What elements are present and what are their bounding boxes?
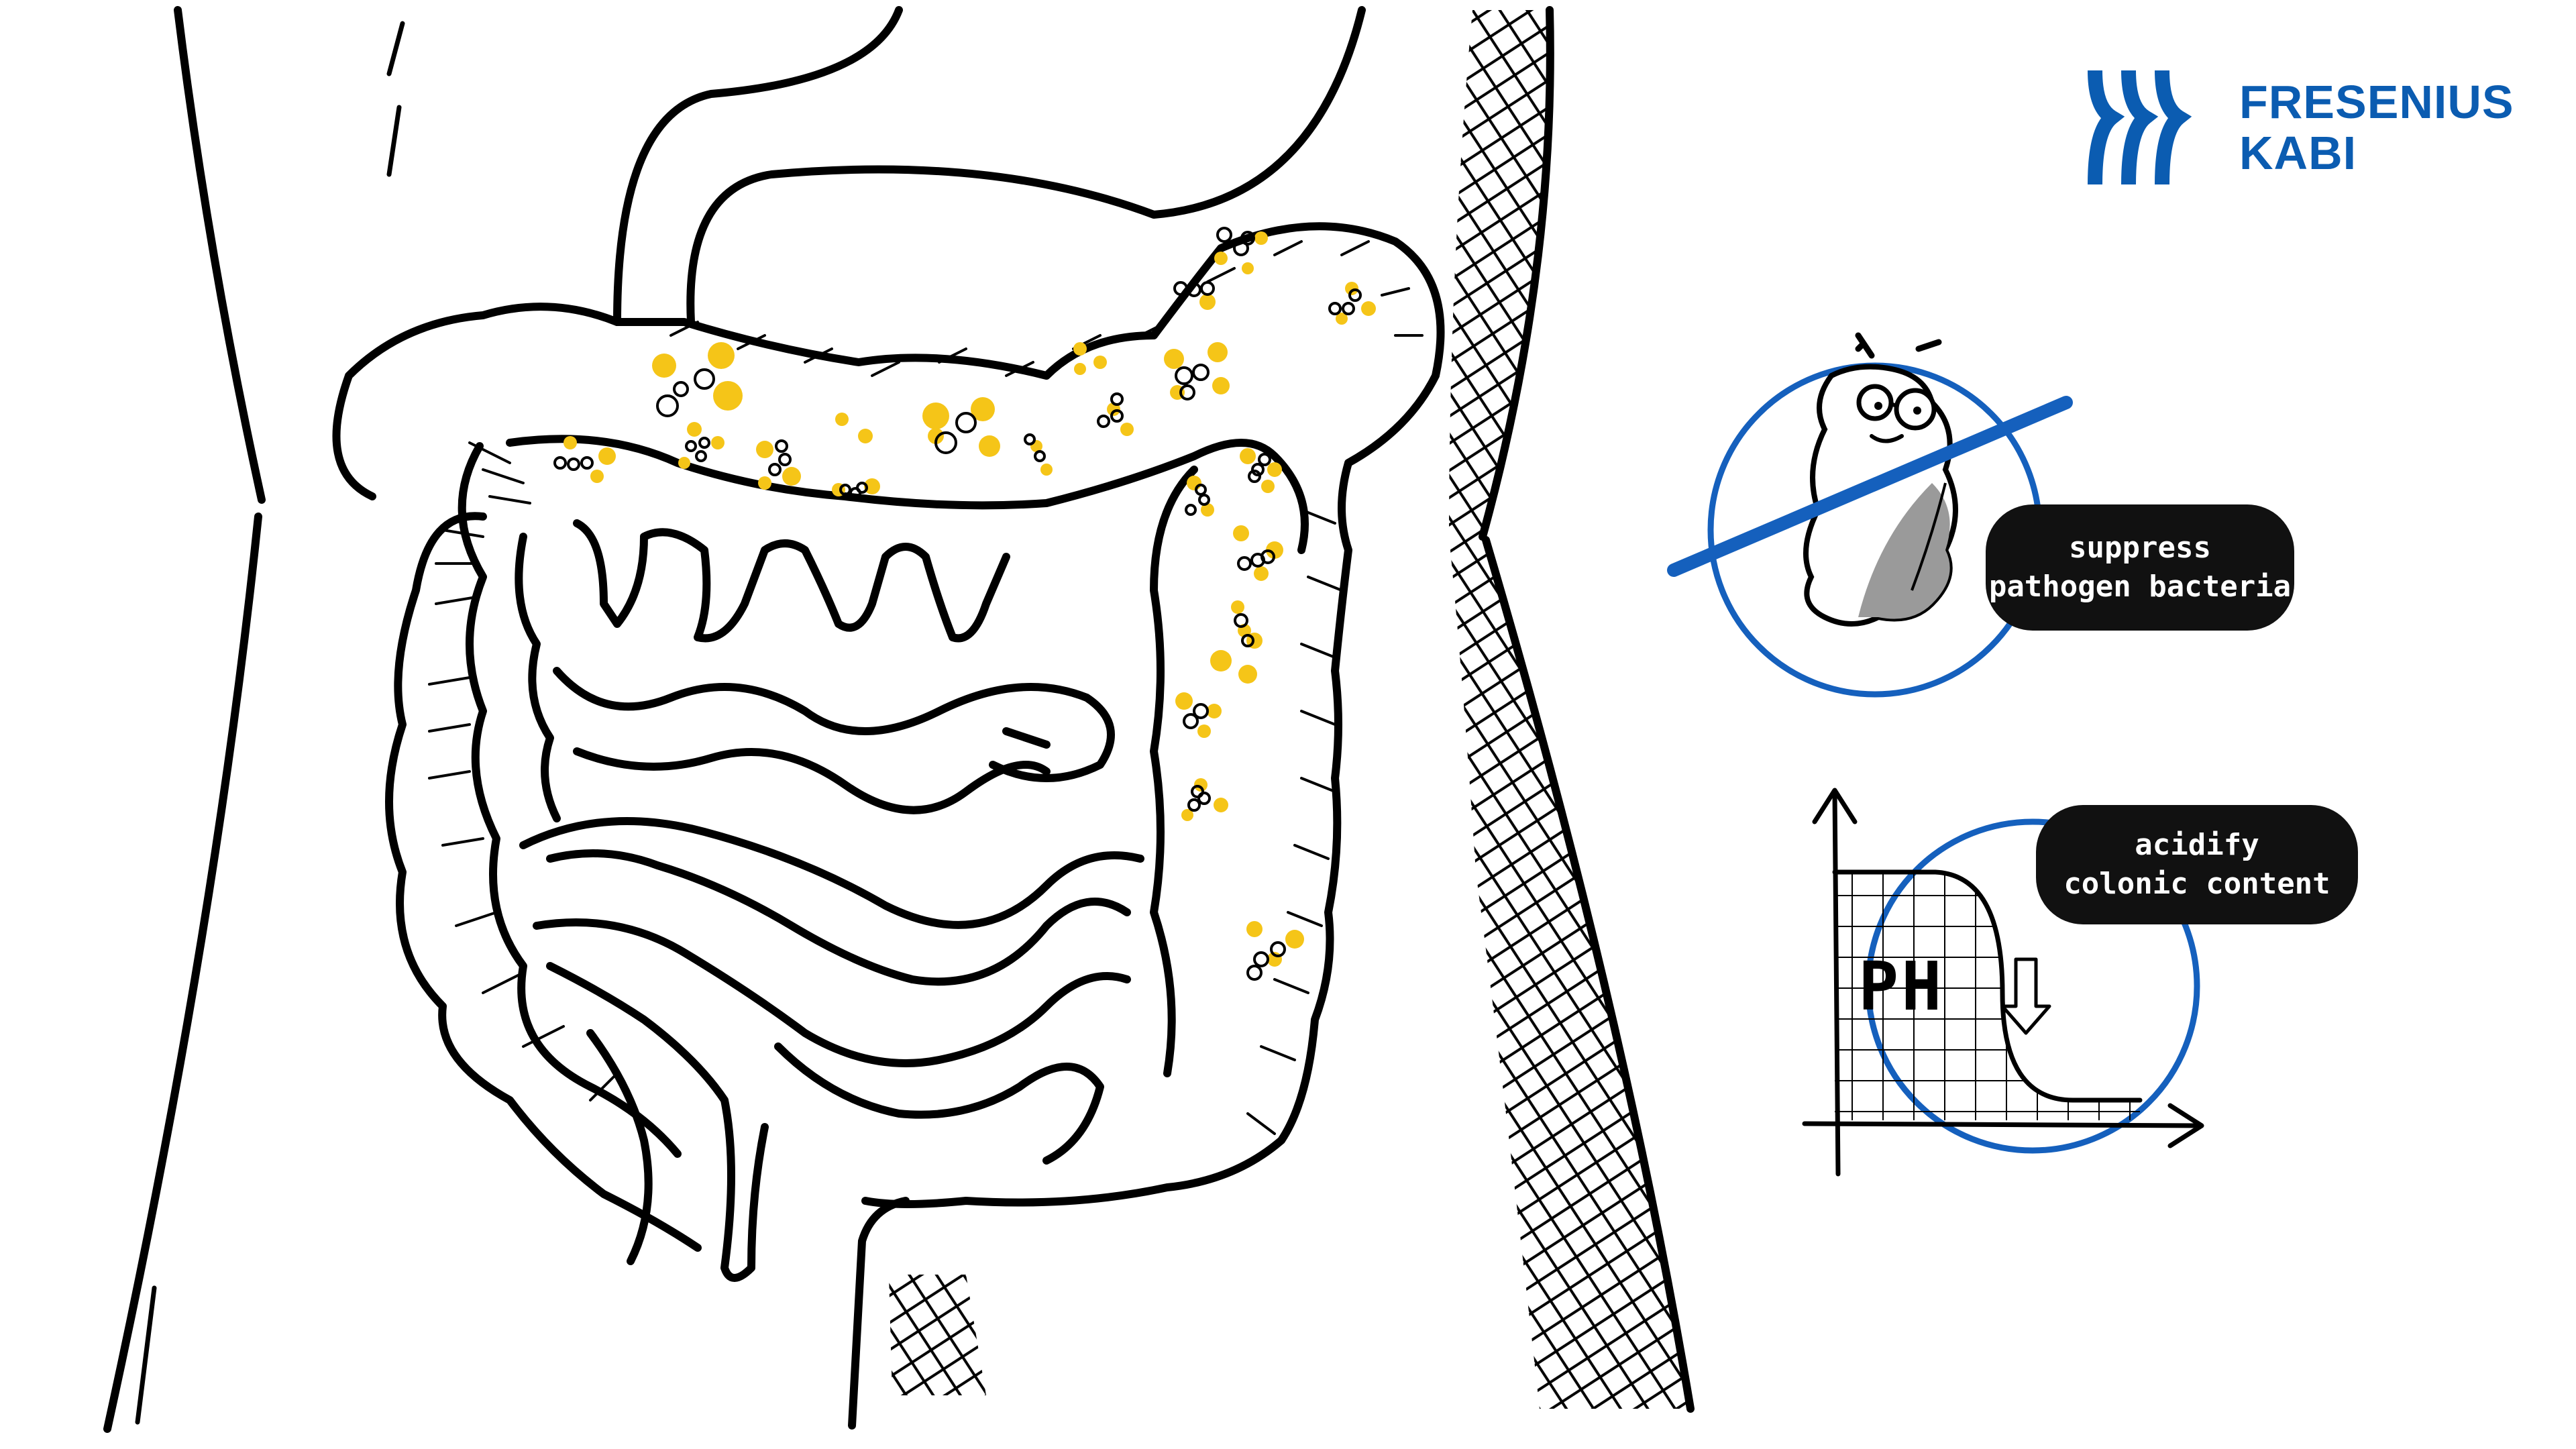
fresenius-waves-icon <box>2088 70 2192 184</box>
arrow-down-icon <box>2000 957 2051 1035</box>
callout-suppress-line-2: pathogen bacteria <box>1988 570 2292 604</box>
callout-acidify-line-1: acidify <box>2135 828 2259 862</box>
callout-suppress-line-1: suppress <box>2069 531 2211 565</box>
brand-name: FRESENIUS KABI <box>2239 76 2514 178</box>
bacteria-panel <box>1667 332 2073 698</box>
callout-suppress: suppress pathogen bacteria <box>1986 504 2294 631</box>
probiotic-particles <box>553 227 1376 981</box>
small-intestine <box>515 519 1144 1282</box>
ph-axes <box>1802 788 2204 1177</box>
brand-line-2: KABI <box>2239 127 2357 179</box>
bacteria-icon <box>1803 332 1958 627</box>
hatched-wall <box>1449 10 1690 1409</box>
brand-line-1: FRESENIUS <box>2239 76 2514 128</box>
brand-logo: FRESENIUS KABI <box>2085 67 2514 188</box>
body-outline <box>103 6 1695 1433</box>
callout-acidify: acidify colonic content <box>2036 805 2358 924</box>
callout-acidify-line-2: colonic content <box>2063 867 2330 901</box>
colon <box>332 222 1445 1252</box>
hatched-rectum <box>889 1275 986 1395</box>
ph-axis-label: PH <box>1858 947 1945 1026</box>
colon-folds <box>428 240 1424 1135</box>
stomach <box>613 6 1366 326</box>
